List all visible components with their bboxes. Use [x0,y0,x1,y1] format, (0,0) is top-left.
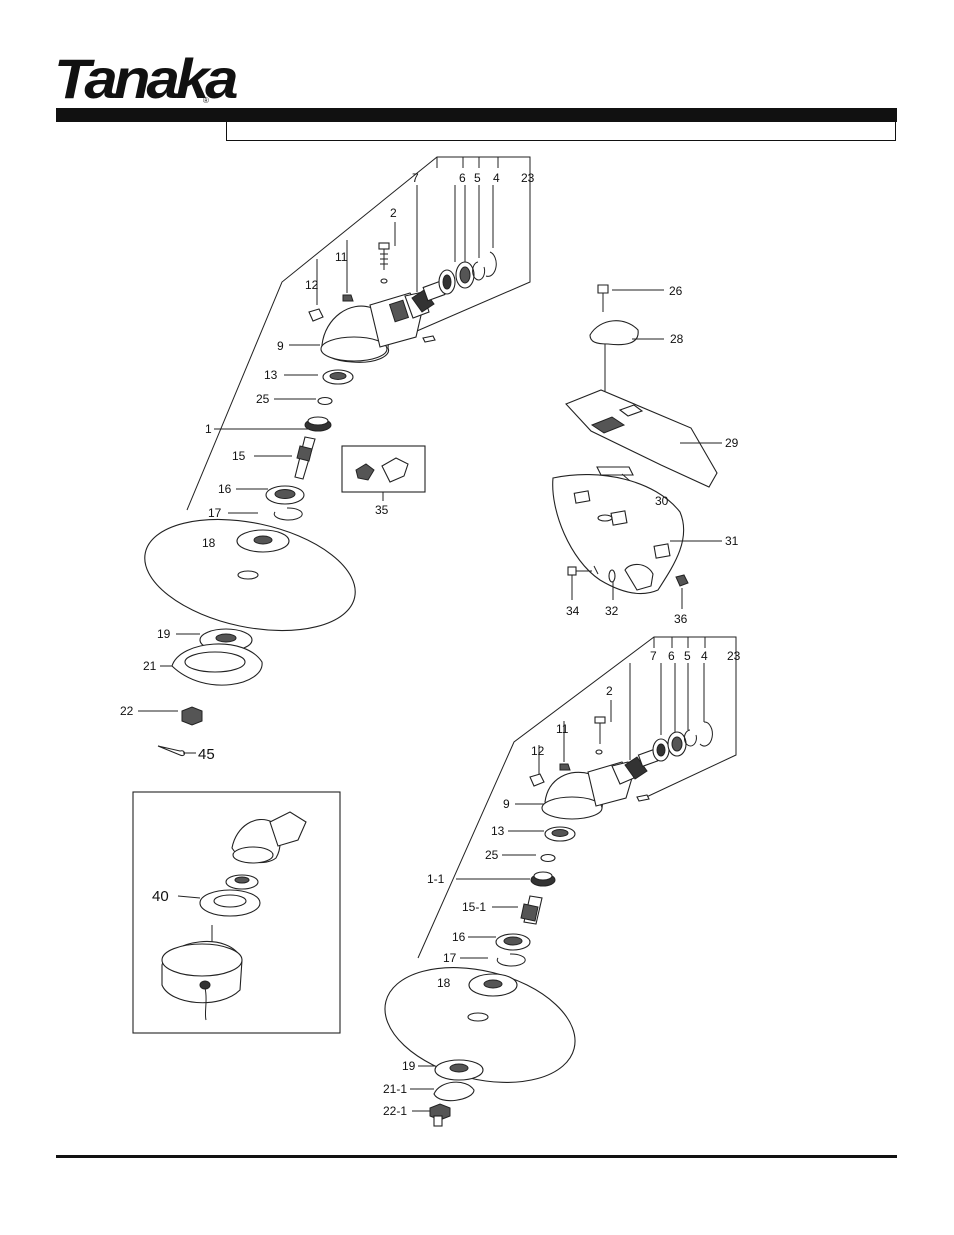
callout-1: 1 [205,422,212,436]
callout-4-upper: 4 [493,171,500,185]
callout-19-lower: 19 [402,1059,416,1073]
lower-gearhead-assembly [384,716,713,1127]
guard-assembly [552,284,722,609]
callout-7-upper: 7 [412,171,419,185]
callout-9-lower: 9 [503,797,510,811]
callout-9-upper: 9 [277,339,284,353]
callout-25-lower: 25 [485,848,499,862]
callout-16-lower: 16 [452,930,466,944]
callout-17-lower: 17 [443,951,457,965]
callout-15: 15 [232,449,246,463]
callout-16-upper: 16 [218,482,232,496]
callout-23-lower: 23 [727,649,741,663]
callout-17-upper: 17 [208,506,222,520]
callout-13-upper: 13 [264,368,278,382]
registered-mark: ® [203,96,209,105]
callout-23-upper: 23 [521,171,535,185]
callout-5-upper: 5 [474,171,481,185]
callout-26: 26 [669,284,683,298]
callout-labels: 7 6 5 4 23 2 11 12 9 13 25 1 15 16 17 18… [120,171,741,1118]
callout-40: 40 [152,888,169,905]
callout-7-lower: 7 [650,649,657,663]
header-title-box [226,122,896,141]
callout-19-upper: 19 [157,627,171,641]
callout-36: 36 [674,612,688,626]
header-bar [56,108,897,122]
tanaka-logo: Tanaka [54,48,239,110]
callout-12-upper: 12 [305,278,319,292]
callout-6-upper: 6 [459,171,466,185]
callout-5-lower: 5 [684,649,691,663]
callout-34: 34 [566,604,580,618]
callout-12-lower: 12 [531,744,545,758]
callout-18-lower: 18 [437,976,451,990]
callout-28: 28 [670,332,684,346]
callout-31: 31 [725,534,739,548]
callout-35: 35 [375,503,389,517]
callout-21-1: 21-1 [383,1082,407,1096]
callout-1-1: 1-1 [427,872,445,886]
lower-frame-lines [410,636,737,1112]
callout-13-lower: 13 [491,824,505,838]
callout-15-1: 15-1 [462,900,486,914]
callout-32: 32 [605,604,619,618]
callout-6-lower: 6 [668,649,675,663]
callout-11-lower: 11 [556,722,569,736]
upper-frame-lines [138,156,531,754]
callout-2-lower: 2 [606,684,613,698]
callout-4-lower: 4 [701,649,708,663]
inset-35 [341,445,426,501]
callout-22-1: 22-1 [383,1104,407,1118]
callout-29: 29 [725,436,739,450]
callout-18-upper: 18 [202,536,216,550]
footer-rule [56,1155,897,1158]
callout-21: 21 [143,659,157,673]
callout-22: 22 [120,704,134,718]
callout-11-upper: 11 [335,250,348,264]
inset-40 [132,791,341,1034]
callout-45: 45 [198,746,215,763]
callout-2-upper: 2 [390,206,397,220]
upper-gearhead-assembly [144,242,497,757]
callout-30: 30 [655,494,669,508]
callout-25-upper: 25 [256,392,270,406]
